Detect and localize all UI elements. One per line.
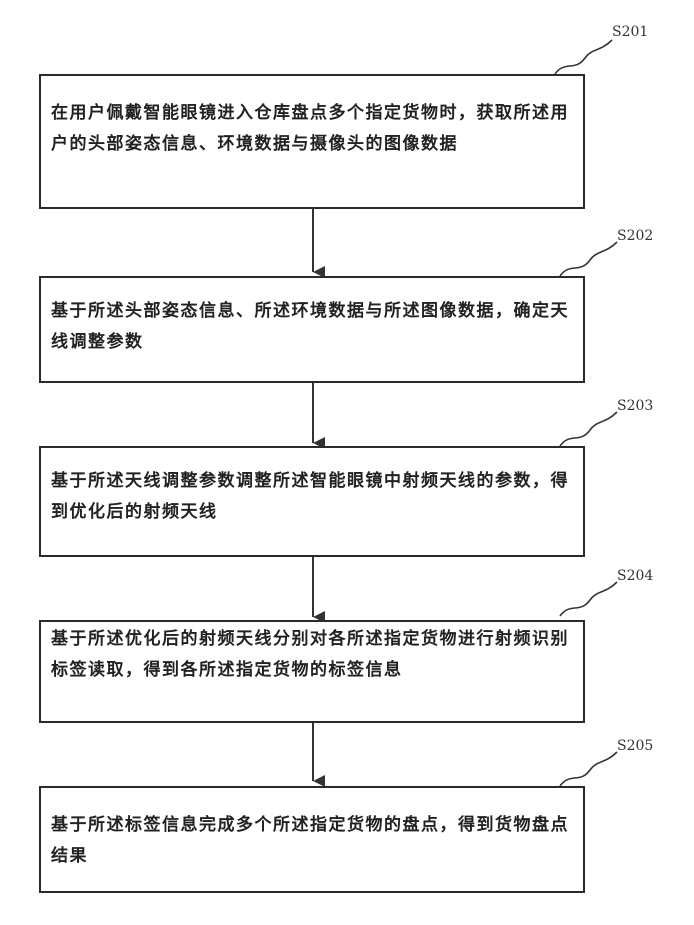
step-box-s203: 基于所述天线调整参数调整所述智能眼镜中射频天线的参数，得到优化后的射频天线 (39, 446, 585, 557)
step-box-s204: 基于所述优化后的射频天线分别对各所述指定货物进行射频识别标签读取，得到各所述指定… (39, 620, 585, 723)
leader-line-s201 (555, 40, 612, 74)
step-text-s204: 基于所述优化后的射频天线分别对各所述指定货物进行射频识别标签读取，得到各所述指定… (51, 624, 573, 686)
step-label-s205: S205 (617, 738, 653, 754)
leader-line-s205 (560, 752, 617, 786)
step-label-s201: S201 (612, 24, 648, 40)
step-label-s203: S203 (617, 398, 653, 414)
step-text-s203: 基于所述天线调整参数调整所述智能眼镜中射频天线的参数，得到优化后的射频天线 (51, 466, 573, 528)
step-label-s204: S204 (617, 568, 653, 584)
leader-line-s203 (560, 412, 617, 446)
step-box-s205: 基于所述标签信息完成多个所述指定货物的盘点，得到货物盘点结果 (39, 786, 585, 893)
step-text-s201: 在用户佩戴智能眼镜进入仓库盘点多个指定货物时，获取所述用户的头部姿态信息、环境数… (51, 98, 573, 160)
step-text-s202: 基于所述头部姿态信息、所述环境数据与所述图像数据，确定天线调整参数 (51, 296, 573, 358)
step-text-s205: 基于所述标签信息完成多个所述指定货物的盘点，得到货物盘点结果 (51, 810, 573, 872)
step-label-s202: S202 (617, 228, 653, 244)
step-box-s202: 基于所述头部姿态信息、所述环境数据与所述图像数据，确定天线调整参数 (39, 276, 585, 383)
leader-line-s204 (560, 582, 617, 616)
step-box-s201: 在用户佩戴智能眼镜进入仓库盘点多个指定货物时，获取所述用户的头部姿态信息、环境数… (39, 74, 585, 209)
leader-line-s202 (560, 242, 617, 276)
